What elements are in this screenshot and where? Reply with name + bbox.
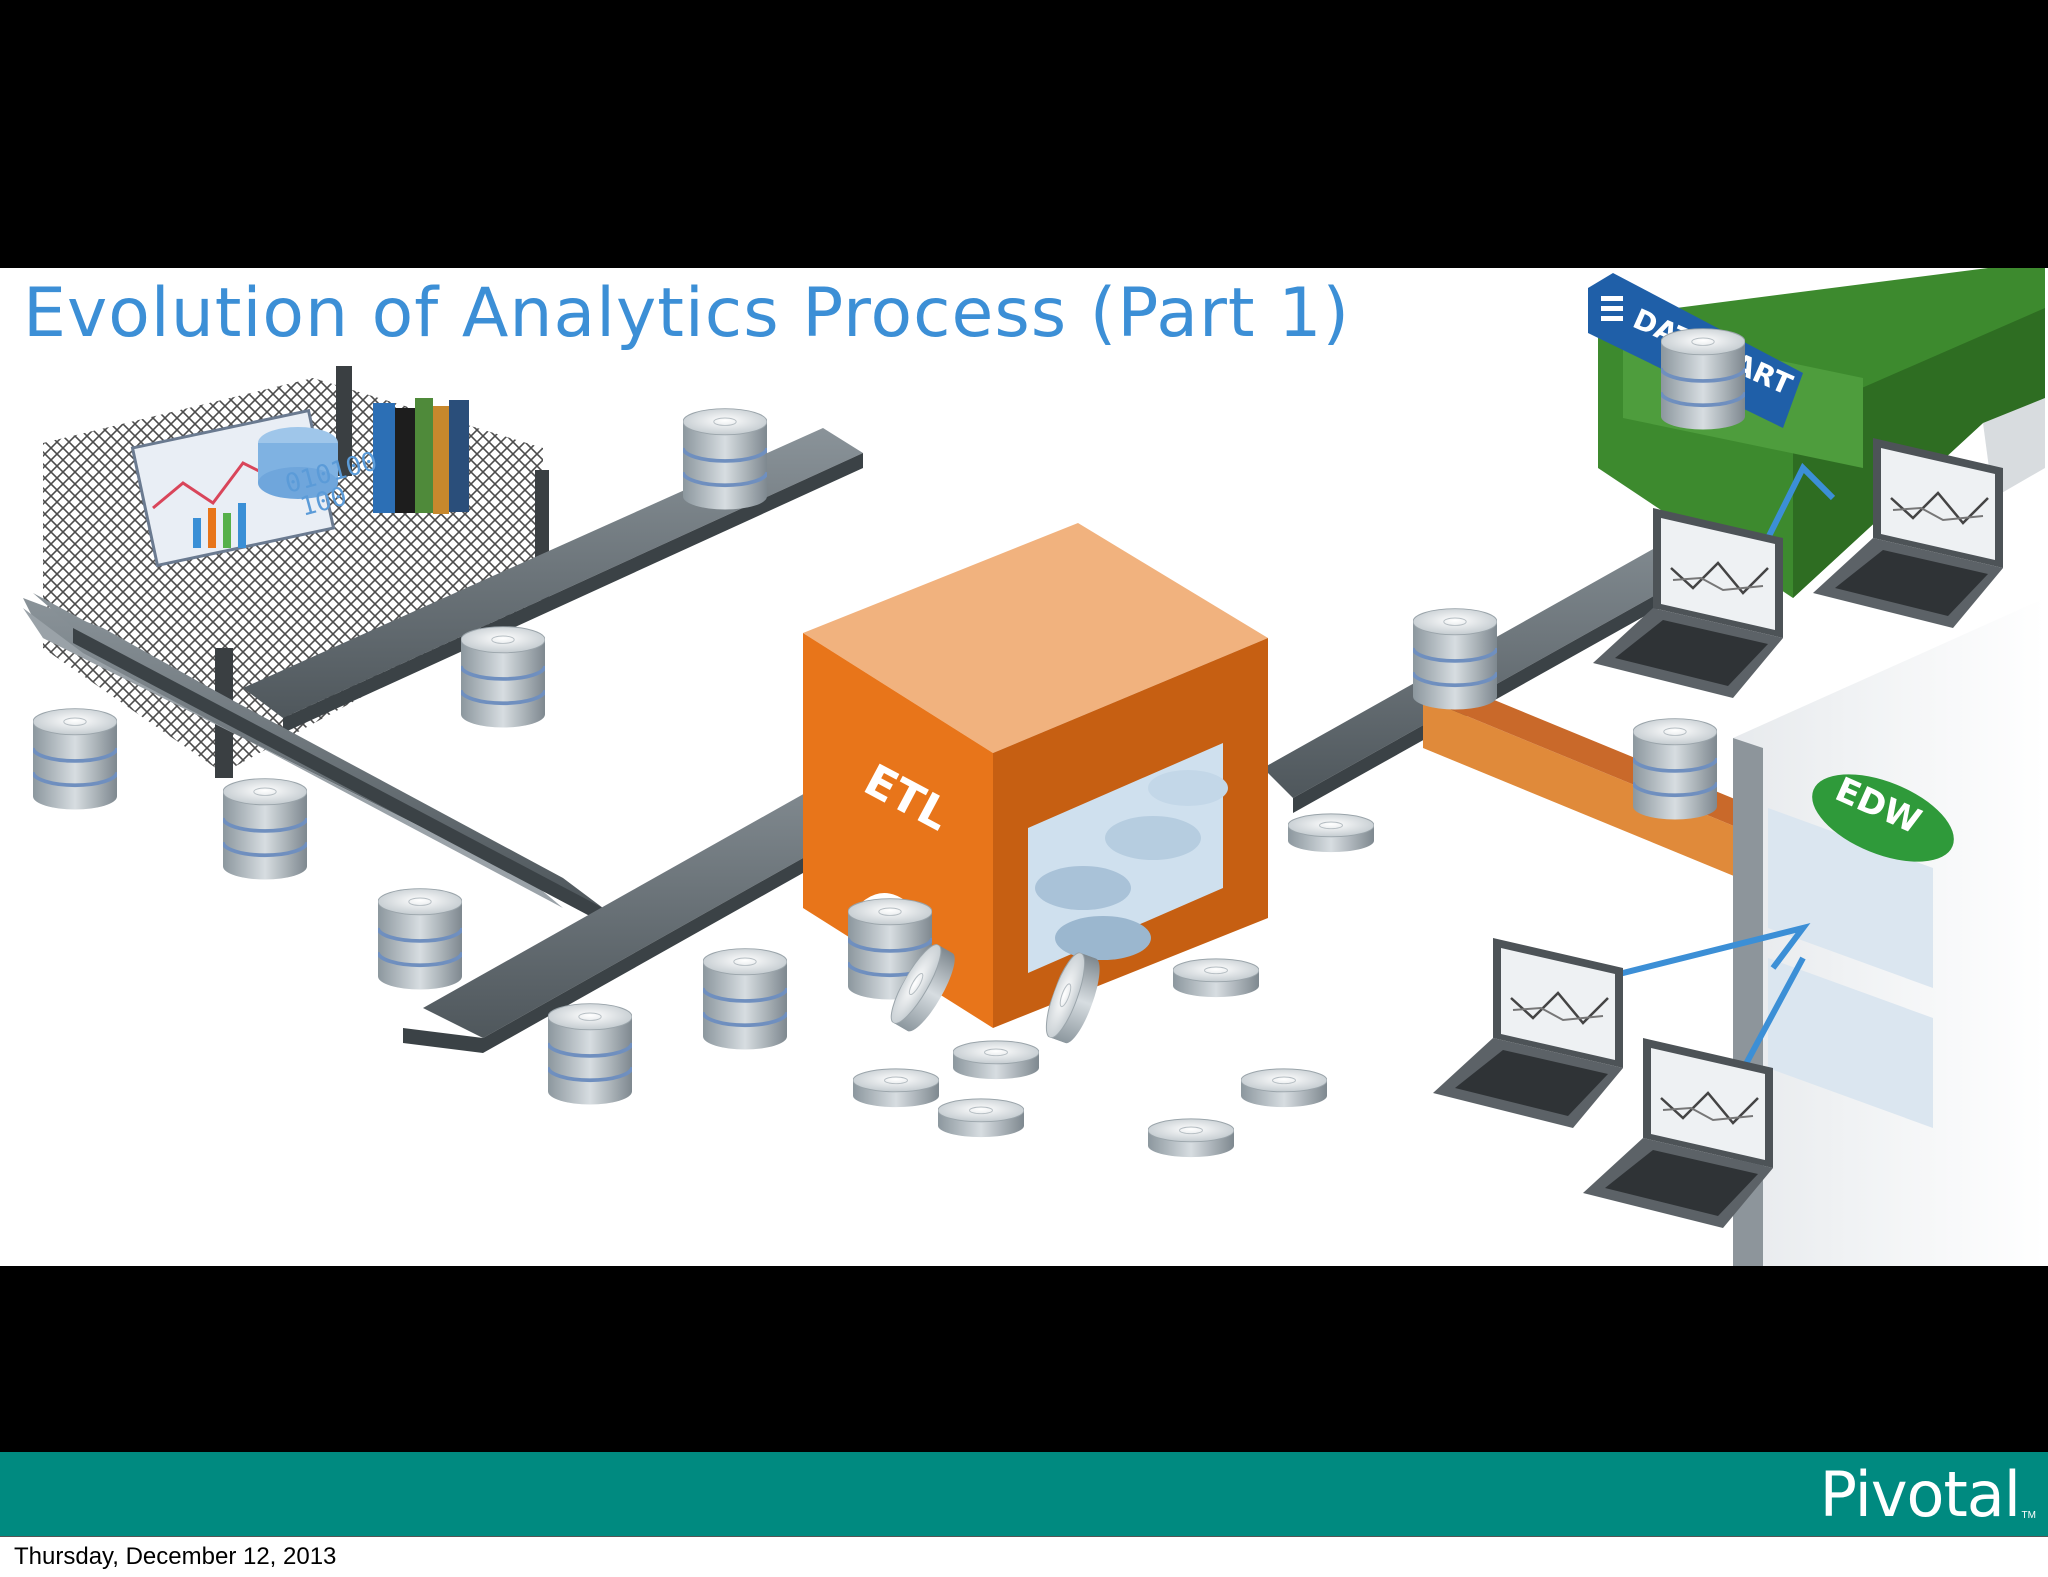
database-stack-icon	[1413, 608, 1497, 712]
disk-icon	[1173, 958, 1259, 998]
disk-icon	[853, 1068, 939, 1108]
basket-post	[336, 366, 352, 476]
database-stack-icon	[378, 888, 462, 992]
database-stack-icon	[461, 626, 545, 730]
conveyor-left	[23, 593, 603, 923]
database-stack-icon	[1661, 328, 1745, 432]
database-stack-icon	[1633, 718, 1717, 822]
bottom-letterbox	[0, 1266, 2048, 1452]
database-stack-icon	[683, 408, 767, 512]
etl-box: ETL	[803, 523, 1268, 1028]
slide-title: Evolution of Analytics Process (Part 1)	[23, 274, 1350, 353]
brand-bar: Pivotal TM	[0, 1452, 2048, 1536]
database-stack-icon	[33, 708, 117, 812]
brand-logo: Pivotal	[1819, 1458, 2021, 1531]
disk-icon	[1148, 1118, 1234, 1158]
edw-badge	[1812, 774, 1954, 862]
disk-icon	[953, 1040, 1039, 1080]
edw-building: EDW	[1733, 598, 2045, 1266]
database-stack-icon	[548, 1003, 632, 1107]
disk-icon	[1288, 813, 1374, 853]
disk-icon	[1241, 1068, 1327, 1108]
database-stack-icon	[703, 948, 787, 1052]
laptop-icon	[1433, 938, 1625, 1128]
disk-icon	[938, 1098, 1024, 1138]
footer: Thursday, December 12, 2013	[0, 1536, 2048, 1577]
database-stack-icon	[223, 778, 307, 882]
brand-trademark: TM	[2021, 1510, 2036, 1521]
footer-date: Thursday, December 12, 2013	[14, 1543, 337, 1570]
top-letterbox	[0, 0, 2048, 268]
slide: Evolution of Analytics Process (Part 1)	[3, 268, 2045, 1266]
analytics-illustration: 010100 100	[3, 268, 2045, 1266]
